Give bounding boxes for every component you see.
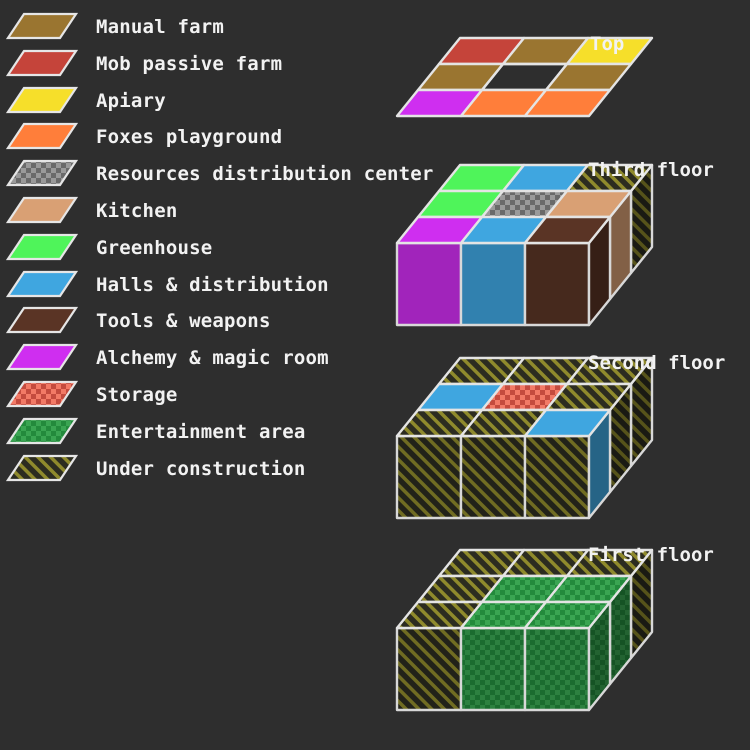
floor-4: First floor [395, 544, 714, 712]
legend-item-mob: Mob passive farm [6, 46, 436, 82]
legend-swatch-kitchen [6, 196, 78, 224]
cell-manual [544, 62, 633, 92]
cell-entertainment [523, 600, 612, 630]
front-face-construction [523, 434, 591, 520]
legend-swatch-tools [6, 307, 78, 334]
legend-swatch-storage [6, 380, 78, 408]
legend-item-construction: Under construction [6, 451, 436, 487]
legend-item-kitchen: Kitchen [6, 193, 436, 229]
legend-label: Kitchen [96, 200, 178, 222]
legend-swatch-construction [6, 454, 78, 481]
legend-label: Under construction [96, 457, 306, 480]
legend-item-resources: Resources distribution center [6, 156, 436, 192]
legend-label: Alchemy & magic room [96, 347, 329, 370]
floor-3: Second floor [395, 352, 725, 520]
legend-item-storage: Storage [6, 377, 436, 413]
legend-swatch-greenhouse [6, 233, 78, 260]
cell-halls [523, 408, 612, 438]
front-face-tools [523, 241, 591, 327]
front-face-entertainment [523, 626, 591, 712]
legend-swatch-apiary [6, 86, 78, 113]
legend-label: Resources distribution center [96, 163, 434, 186]
legend-label: Greenhouse [96, 236, 213, 259]
cell-foxes [523, 88, 612, 118]
legend-swatch-mob [6, 49, 78, 76]
legend-item-entertainment: Entertainment area [6, 414, 436, 450]
legend-label: Halls & distribution [96, 273, 329, 296]
legend-swatch-foxes [6, 123, 78, 150]
legend-swatch-halls [6, 270, 78, 297]
floor-label: Top [590, 33, 624, 55]
legend-item-alchemy: Alchemy & magic room [6, 340, 436, 376]
cell-tools [523, 215, 612, 245]
legend-swatch-alchemy [6, 344, 78, 371]
legend-swatch-resources [6, 160, 78, 187]
legend-item-tools: Tools & weapons [6, 303, 436, 339]
legend-label: Mob passive farm [96, 52, 283, 75]
legend-item-greenhouse: Greenhouse [6, 230, 436, 266]
legend-label: Entertainment area [96, 420, 306, 443]
legend-swatch-entertainment [6, 417, 78, 444]
legend-label: Tools & weapons [96, 310, 271, 333]
floor-label: Third floor [588, 159, 714, 181]
legend-item-halls: Halls & distribution [6, 267, 436, 303]
legend-item-foxes: Foxes playground [6, 119, 436, 155]
legend-swatch-manual [6, 12, 78, 40]
legend-label: Foxes playground [96, 126, 283, 149]
front-face-halls [459, 241, 527, 327]
floor-label: First floor [588, 544, 714, 566]
front-face-construction [395, 626, 463, 712]
legend-label: Manual farm [96, 16, 225, 38]
legend-item-manual: Manual farm [6, 9, 436, 45]
legend-item-apiary: Apiary [6, 83, 436, 119]
legend-label: Apiary [96, 89, 166, 112]
front-face-construction [459, 434, 527, 520]
floor-2: Third floor [395, 159, 714, 327]
floor-1: Top [395, 33, 654, 118]
floor-label: Second floor [588, 352, 725, 374]
legend-label: Storage [96, 384, 178, 406]
front-face-entertainment [459, 626, 527, 712]
